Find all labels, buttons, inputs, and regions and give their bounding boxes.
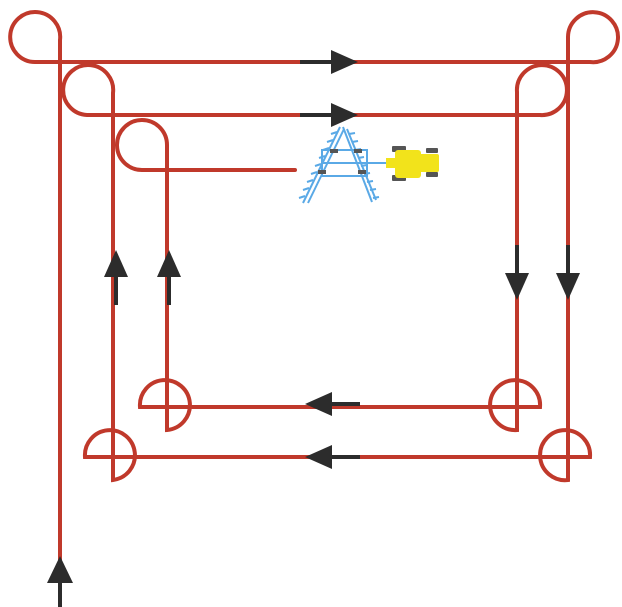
arrow-icon [300,50,358,74]
arrow-icon [300,103,358,127]
driving-route [8,10,620,602]
arrow-icon [305,445,360,469]
arrow-icon [556,245,580,300]
route-pass-1 [8,10,620,602]
arrow-icon [104,250,128,305]
arrow-icon [505,245,529,300]
rotary-rake-icon [298,126,388,204]
tractor-icon [386,146,439,181]
arrow-icon [305,392,360,416]
arrow-icon [157,250,181,305]
direction-arrows [47,50,580,607]
arrow-icon [47,556,73,607]
